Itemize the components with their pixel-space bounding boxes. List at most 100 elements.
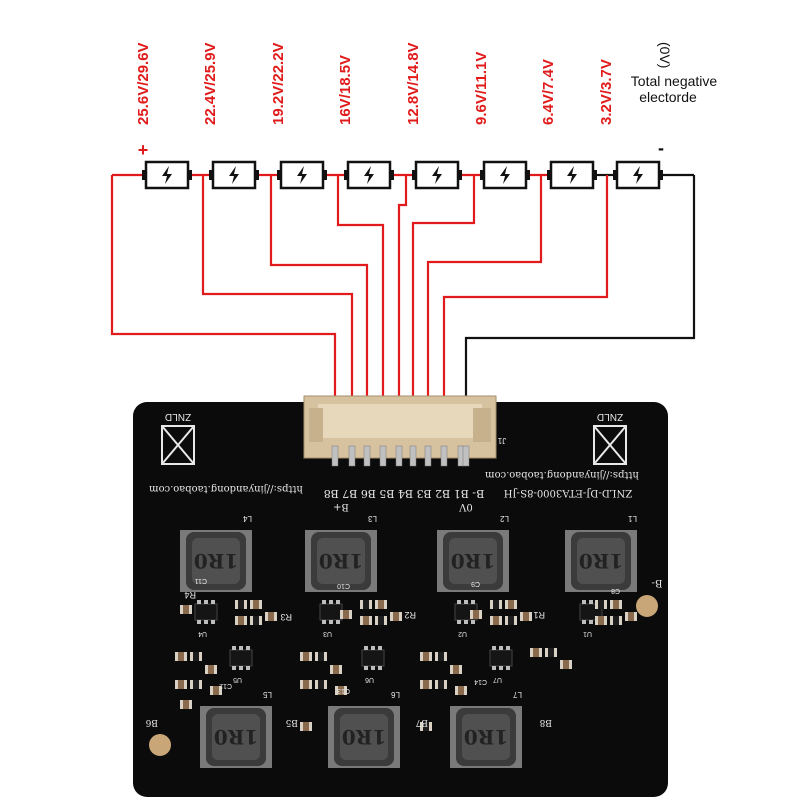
connector-pins — [331, 445, 470, 467]
connector-latch-left — [309, 408, 323, 442]
smd-center — [493, 616, 499, 625]
cell-voltage-label-8: 3.2V/3.7V — [598, 59, 615, 125]
wire-tap-7 — [442, 175, 609, 460]
smd-part — [250, 600, 262, 609]
smd-part — [175, 652, 187, 661]
ic-5: U5 — [229, 646, 253, 683]
smd-part — [235, 616, 247, 625]
cell-voltage-label-7: 6.4V/7.4V — [540, 59, 557, 125]
battery-cell-5 — [412, 160, 462, 190]
smd-part — [455, 686, 467, 695]
smd-part — [190, 680, 202, 689]
smd-center — [343, 610, 349, 619]
ic-pin — [197, 600, 201, 604]
inductor-value: 1R0 — [194, 549, 238, 573]
connector-pin-4 — [379, 445, 387, 467]
ic-body — [489, 649, 513, 667]
ic-pin — [471, 620, 475, 624]
smd-part — [470, 610, 482, 619]
ic-pin — [589, 620, 593, 624]
smd-part — [450, 665, 462, 674]
inductor-value: 1R0 — [342, 725, 386, 749]
smd-center — [493, 600, 499, 609]
connector-pin-6 — [409, 445, 417, 467]
ic-pin — [499, 646, 503, 650]
ic-body — [361, 649, 385, 667]
inductor-ref: L1 — [628, 514, 637, 523]
smd-center — [363, 616, 369, 625]
smd-center — [393, 612, 399, 621]
smd-center — [458, 686, 464, 695]
cell-terminal — [659, 170, 663, 180]
mounting-pad-left — [149, 734, 171, 756]
ic-pin — [329, 600, 333, 604]
ic-pin — [239, 666, 243, 670]
smd-part — [435, 680, 447, 689]
connector-window — [318, 404, 482, 438]
battery-cell-8 — [613, 160, 663, 190]
smd-center — [438, 652, 444, 661]
connector-pin-7 — [424, 445, 432, 467]
smd-part — [595, 616, 607, 625]
silk-zero-v: 0V — [458, 501, 472, 512]
ic-body — [229, 649, 253, 667]
lightning-icon — [432, 166, 442, 184]
smd-center — [318, 652, 324, 661]
ic-pin — [582, 600, 586, 604]
ic-pin — [322, 600, 326, 604]
pcb-board: ZNLD ZNLD https://jinyandong.taobao.com … — [133, 395, 668, 797]
ic-pin — [364, 666, 368, 670]
smd-part — [190, 652, 202, 661]
pad-label: B7 — [415, 717, 428, 727]
smd-part — [375, 600, 387, 609]
smd-part — [420, 652, 432, 661]
negative-label-line2: electorde — [639, 89, 697, 105]
ic-pin — [322, 620, 326, 624]
lightning-icon — [633, 166, 643, 184]
battery-cell-1 — [142, 160, 192, 190]
silk-url-left: https://jinyandong.taobao.com — [149, 483, 303, 494]
ic-ref: U3 — [323, 630, 332, 637]
smd-center — [178, 680, 184, 689]
pad-label: B5 — [285, 717, 298, 727]
smd-center — [253, 600, 259, 609]
smd-center — [183, 605, 189, 614]
smd-center — [453, 665, 459, 674]
battery-cell-2 — [209, 160, 259, 190]
connector-latch — [473, 408, 491, 442]
cell-terminal — [344, 170, 348, 180]
smd-part — [175, 680, 187, 689]
inductor-value: 1R0 — [464, 725, 508, 749]
cell-terminal — [188, 170, 192, 180]
cell-terminal — [526, 170, 530, 180]
ic-body — [194, 603, 218, 621]
smd-part — [235, 600, 247, 609]
inductor-top — [577, 538, 625, 584]
inductor-1: 1R0 L4 — [180, 514, 252, 592]
smd-part — [435, 652, 447, 661]
inductor-ref: L4 — [243, 514, 252, 523]
ic-ref: U2 — [458, 630, 467, 637]
ic-pin — [464, 600, 468, 604]
lightning-icon — [297, 166, 307, 184]
inductor-ref: L3 — [368, 514, 377, 523]
brand-left: ZNLD — [165, 411, 191, 422]
ic-pin — [211, 620, 215, 624]
ic-pin — [371, 666, 375, 670]
resistor-ref: R4 — [184, 590, 196, 600]
ic-pin — [371, 646, 375, 650]
resistor-ref: R2 — [404, 610, 416, 620]
ic-2: U3 — [319, 600, 343, 637]
smd-center — [333, 665, 339, 674]
silk-connector-ref: J1 — [497, 436, 506, 445]
inductor-top — [317, 538, 365, 584]
smd-center — [533, 648, 539, 657]
pcb-body — [133, 402, 668, 797]
wire-tap-6 — [426, 175, 543, 460]
ic-pin — [492, 646, 496, 650]
smd-center — [598, 600, 604, 609]
